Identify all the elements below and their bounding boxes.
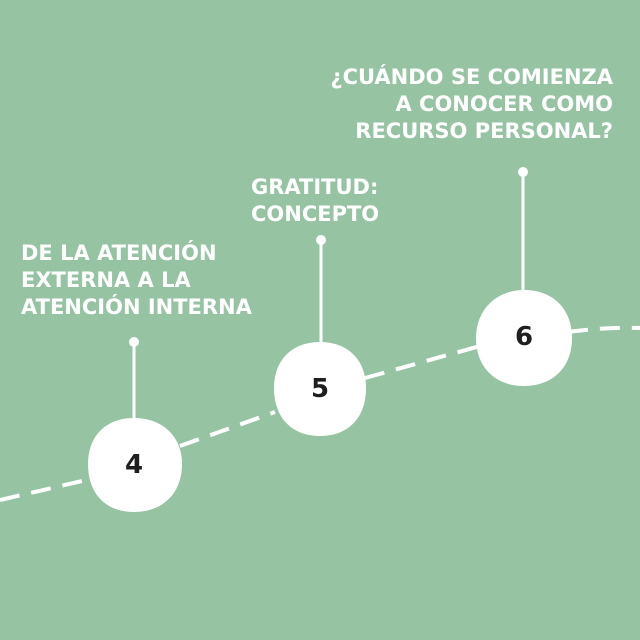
step-circle-4 [88,418,182,512]
step-title-4: DE LA ATENCIÓN EXTERNA A LA ATENCIÓN INT… [21,241,252,319]
step-title-5: GRATITUD: CONCEPTO [251,175,380,226]
step-title-6: ¿CUÁNDO SE COMIENZA A CONOCER COMO RECUR… [330,65,613,143]
step-circle-6 [476,290,572,386]
step-number-4: 4 [124,450,144,480]
connector-dot-5 [316,235,326,245]
connector-dot-6 [518,167,528,177]
step-number-5: 5 [310,374,330,404]
step-number-6: 6 [514,322,534,352]
dashed-timeline [0,325,640,502]
step-circle-5 [274,342,366,436]
connector-dot-4 [129,337,139,347]
